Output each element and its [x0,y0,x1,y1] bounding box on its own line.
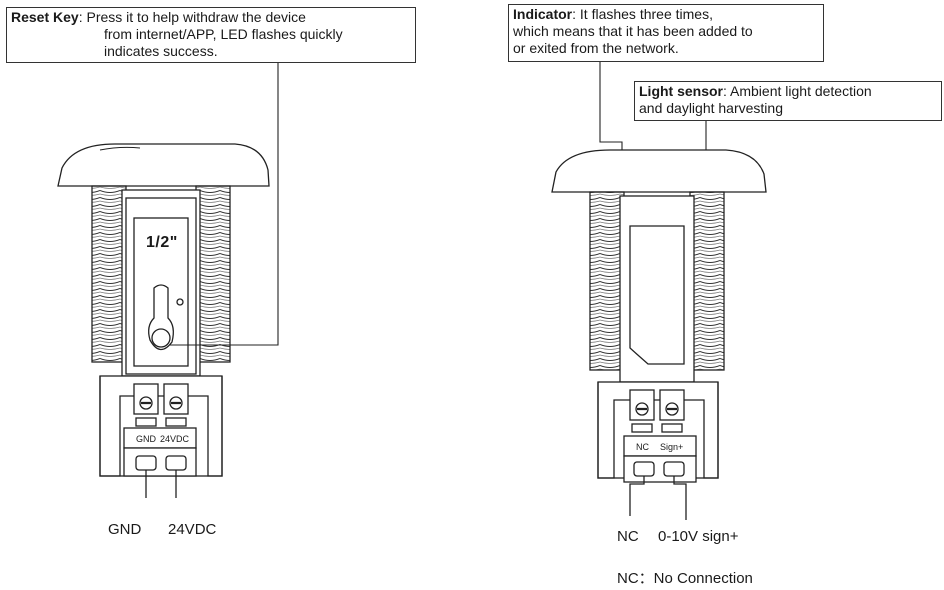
reset-key-line-1: : Press it to help withdraw the device [78,9,306,25]
left-device-cap [57,143,270,187]
reset-key-line-3: indicates success. [104,43,218,59]
right-device-cap [551,149,767,193]
reset-key-button [151,328,171,348]
reset-key-title: Reset Key [11,9,79,25]
light-sensor-line-1: : Ambient light detection [723,83,872,99]
right-device [551,149,767,520]
right-terminal-label-sign: Sign+ [660,442,684,452]
reset-key-line-2: from internet/APP, LED flashes quickly [104,26,343,42]
indicator-leader-line [599,62,623,150]
size-marking: 1/2" [146,234,178,251]
left-device [57,143,270,498]
left-terminal-label-24vdc: 24VDC [160,434,190,444]
reset-key-leader-line [170,62,279,346]
light-sensor-window [629,225,685,365]
light-sensor-line-2: and daylight harvesting [639,100,783,116]
right-thread-left [589,191,625,371]
left-wire-label-24vdc: 24VDC [168,521,217,538]
reset-key-callout: Reset Key: Press it to help withdraw the… [6,7,416,63]
right-wire-sign [673,476,687,520]
indicator-line-3: or exited from the network. [513,40,679,56]
indicator-line-2: which means that it has been added to [513,23,753,39]
left-wire-label-gnd: GND [108,521,142,538]
right-terminal-label-nc: NC [636,442,649,452]
reset-key-indicator-dot [176,298,184,306]
indicator-title: Indicator [513,6,573,22]
right-wire-nc [629,476,645,516]
light-sensor-callout: Light sensor: Ambient light detection an… [634,81,942,121]
light-sensor-title: Light sensor [639,83,724,99]
right-wire-label-nc: NC [617,528,639,545]
left-thread-left [91,185,127,363]
left-thread-right [195,185,231,363]
nc-legend-note: NC：No Connection [617,570,753,587]
left-terminal-label-gnd: GND [136,434,156,444]
right-wire-label-sign: 0-10V sign+ [658,528,739,545]
indicator-line-1: : It flashes three times, [572,6,713,22]
indicator-callout: Indicator: It flashes three times, which… [508,4,824,62]
right-thread-right [689,191,725,371]
